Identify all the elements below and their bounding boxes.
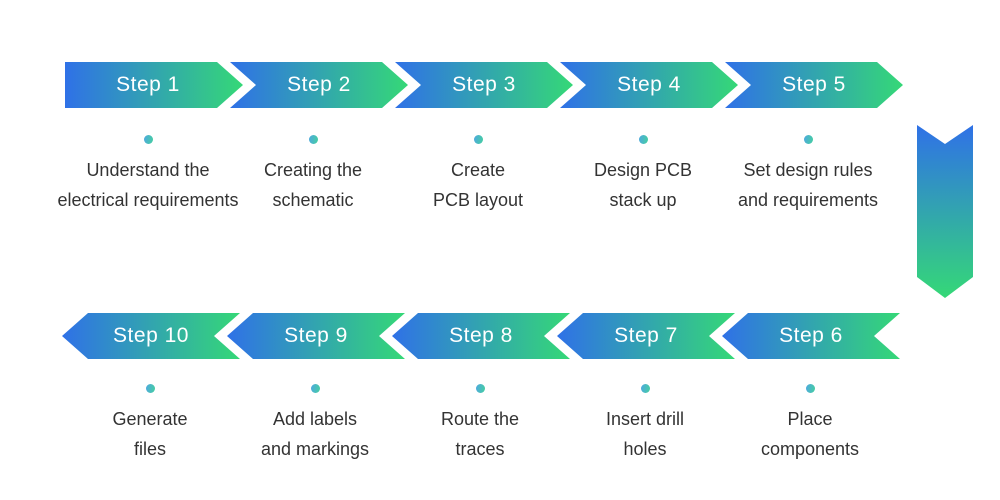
step-description-line2: holes bbox=[623, 439, 667, 459]
step-chevron: Step 5 bbox=[725, 62, 903, 108]
step-description-line2: electrical requirements bbox=[57, 190, 239, 210]
step-description-column: Design PCB stack up bbox=[533, 135, 753, 215]
step-label: Step 5 bbox=[782, 73, 846, 96]
step-description: Place components bbox=[761, 404, 859, 464]
step-dot-icon bbox=[638, 135, 648, 144]
step-description-line1: Route the bbox=[440, 409, 520, 429]
step-description-line2: traces bbox=[455, 439, 505, 459]
step-description-line2: files bbox=[133, 439, 166, 459]
step-label: Step 10 bbox=[113, 324, 189, 347]
step-description-line2: and markings bbox=[260, 439, 370, 459]
step-description-line1: Place bbox=[787, 409, 833, 429]
step-dot-icon bbox=[308, 135, 318, 144]
step-description-line1: Creating the bbox=[263, 160, 363, 180]
step-chevron: Step 3 bbox=[395, 62, 573, 108]
step-description-line2: and requirements bbox=[737, 190, 879, 210]
step-description-line1: Create bbox=[450, 160, 505, 180]
step-description: Add labels and markings bbox=[261, 404, 369, 464]
step-description-column: Set design rules and requirements bbox=[698, 135, 918, 215]
step-chevron: Step 1 bbox=[65, 62, 243, 108]
step-label: Step 4 bbox=[617, 73, 681, 96]
step-description: Insert drill holes bbox=[606, 404, 684, 464]
step-description-column: Route the traces bbox=[370, 384, 590, 464]
step-description-column: Insert drill holes bbox=[535, 384, 755, 464]
step-description: Understand the electrical requirements bbox=[57, 155, 238, 215]
step-description-line1: Design PCB bbox=[593, 160, 693, 180]
step-label: Step 2 bbox=[287, 73, 351, 96]
step-description: Route the traces bbox=[441, 404, 519, 464]
step-description: Creating the schematic bbox=[264, 155, 362, 215]
step-chevron: Step 10 bbox=[62, 313, 240, 359]
step-chevron: Step 4 bbox=[560, 62, 738, 108]
step-description-line2: components bbox=[760, 439, 860, 459]
step-dot-icon bbox=[310, 384, 320, 393]
step-label: Step 9 bbox=[284, 324, 348, 347]
step-dot-icon bbox=[805, 384, 815, 393]
step-description-line1: Understand the bbox=[86, 160, 210, 180]
step-dot-icon bbox=[473, 135, 483, 144]
step-description-column: Generate files bbox=[40, 384, 260, 464]
step-chevron: Step 9 bbox=[227, 313, 405, 359]
step-chevron: Step 2 bbox=[230, 62, 408, 108]
step-description-line1: Add labels bbox=[272, 409, 358, 429]
step-label: Step 6 bbox=[779, 324, 843, 347]
step-description-line1: Generate bbox=[112, 409, 188, 429]
step-description-column: Add labels and markings bbox=[205, 384, 425, 464]
step-dot-icon bbox=[145, 384, 155, 393]
step-description-line1: Insert drill bbox=[605, 409, 685, 429]
step-description: Design PCB stack up bbox=[594, 155, 692, 215]
step-dot-icon bbox=[143, 135, 153, 144]
step-description-column: Creating the schematic bbox=[203, 135, 423, 215]
step-label: Step 3 bbox=[452, 73, 516, 96]
step-description-line1: Set design rules bbox=[743, 160, 873, 180]
step-label: Step 8 bbox=[449, 324, 513, 347]
step-description-line2: stack up bbox=[609, 190, 677, 210]
step-dot-icon bbox=[640, 384, 650, 393]
step-description: Generate files bbox=[112, 404, 187, 464]
flow-down-arrow-icon bbox=[917, 125, 973, 298]
step-dot-icon bbox=[475, 384, 485, 393]
step-description: Set design rules and requirements bbox=[738, 155, 878, 215]
step-description-line2: PCB layout bbox=[432, 190, 524, 210]
step-description-column: Place components bbox=[700, 384, 920, 464]
step-dot-icon bbox=[803, 135, 813, 144]
step-chevron: Step 7 bbox=[557, 313, 735, 359]
step-description-line2: schematic bbox=[272, 190, 354, 210]
step-chevron: Step 6 bbox=[722, 313, 900, 359]
step-label: Step 7 bbox=[614, 324, 678, 347]
step-chevron: Step 8 bbox=[392, 313, 570, 359]
step-label: Step 1 bbox=[116, 73, 180, 96]
step-description-column: Understand the electrical requirements bbox=[38, 135, 258, 215]
